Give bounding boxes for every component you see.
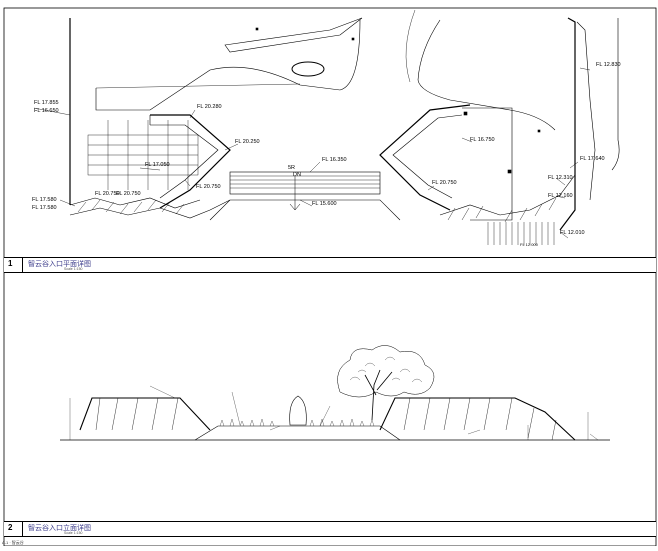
plan-right-road [417, 19, 556, 131]
plan-rock [291, 61, 325, 77]
plan-left-chevron-outer [150, 114, 231, 209]
elev-tree-canopy [337, 345, 435, 398]
label-fl-20750-c: FL 20.750 [116, 191, 141, 197]
label-fl-20280: FL 20.280 [197, 104, 222, 110]
plan-far-right-edge [611, 18, 620, 171]
elev-tree-trunk [364, 369, 393, 421]
label-ramp-dn: DN [293, 172, 301, 178]
plan-title-separator [22, 258, 23, 272]
elev-planter [194, 425, 401, 441]
label-fl-12830: FL 12.830 [596, 62, 621, 68]
elev-leaders [149, 385, 599, 441]
plan-right-chevron-outer [379, 104, 471, 211]
footer-stamp: A-1 · 智云谷 [2, 540, 24, 545]
plan-left-step-hatch [77, 199, 185, 215]
label-fl-12010: FL 12.010 [560, 230, 585, 236]
label-fl-16750: FL 16.750 [470, 137, 495, 143]
elev-left-wall-joints [95, 397, 179, 431]
label-fl-20750-d: FL 20.750 [432, 180, 457, 186]
elevation-scale: Scale 1:150 [64, 531, 83, 535]
elevation-title: 智云谷入口立面详图 [28, 525, 91, 532]
plan-road-edge [95, 19, 361, 111]
plan-left-chevron-inner [150, 124, 219, 199]
label-fl-20750-a: FL 20.750 [196, 184, 221, 190]
plan-right-chevron-inner [392, 114, 463, 199]
plan-panel-number: 1 [8, 259, 13, 268]
label-fl-15600: FL 15.600 [312, 201, 337, 207]
elev-tree-texture [349, 356, 423, 383]
elevation-panel-number: 2 [8, 523, 13, 532]
label-fl-20250: FL 20.250 [235, 139, 260, 145]
label-ramp-5r: 5R [288, 165, 295, 171]
elev-stone [289, 395, 307, 426]
plan-mark [537, 129, 541, 133]
plan-title: 智云谷入口平面详图 [28, 261, 91, 268]
label-fl-12000: FL 12.000 [520, 242, 539, 247]
label-fl-17580-a: FL 17.580 [32, 197, 57, 203]
elev-grass [219, 418, 375, 427]
plan-right-hatch [487, 222, 555, 245]
plan-title-bar: 1 智云谷入口平面详图 Scale 1:150 [4, 257, 656, 273]
label-fl-20750-b: FL 20.750 [95, 191, 120, 197]
plan-mark [463, 111, 468, 116]
plan-left-steps-outer [69, 199, 231, 219]
elevation-title-bar: 2 智云谷入口立面详图 Scale 1:150 [4, 521, 656, 537]
plan-right-road-inner [405, 9, 416, 83]
elev-right-wall [379, 397, 576, 441]
label-fl-12310: FL 12.310 [548, 175, 573, 181]
plan-right-wall [559, 17, 576, 231]
plan-labels: FL 17.855 FL 16.650 FL 20.280 FL 20.250 … [32, 62, 621, 247]
label-fl-16650: FL 16.650 [34, 108, 59, 114]
plan-mark [507, 169, 512, 174]
plan-right-plaza [462, 107, 513, 221]
elev-left-wall [79, 397, 211, 431]
plan-right-step-hatch [447, 197, 557, 223]
label-fl-17580-b: FL 17.580 [32, 205, 57, 211]
plan-road-line [95, 83, 301, 89]
elevation-view [60, 345, 610, 441]
plan-central-ramp [209, 171, 401, 221]
label-fl-17640: FL 17.640 [580, 156, 605, 162]
plan-scale: Scale 1:150 [64, 267, 83, 271]
plan-mark [351, 37, 355, 41]
plan-pergola-grid [87, 120, 199, 190]
label-fl-12160: FL 12.160 [548, 193, 573, 199]
label-fl-17855: FL 17.855 [34, 100, 59, 106]
label-fl-17050: FL 17.050 [145, 162, 170, 168]
plan-left-steps [69, 197, 201, 209]
elevation-title-separator [22, 522, 23, 536]
plan-upper-island [224, 17, 363, 53]
elev-dimensions [69, 398, 589, 440]
plan-right-steps [439, 174, 576, 216]
plan-ramp-edge [209, 199, 401, 221]
plan-leaders [33, 67, 591, 239]
label-fl-16350: FL 16.350 [322, 157, 347, 163]
plan-right-wall-outer [576, 21, 596, 201]
elev-right-wall-joints [403, 397, 557, 441]
plan-mark [255, 27, 259, 31]
